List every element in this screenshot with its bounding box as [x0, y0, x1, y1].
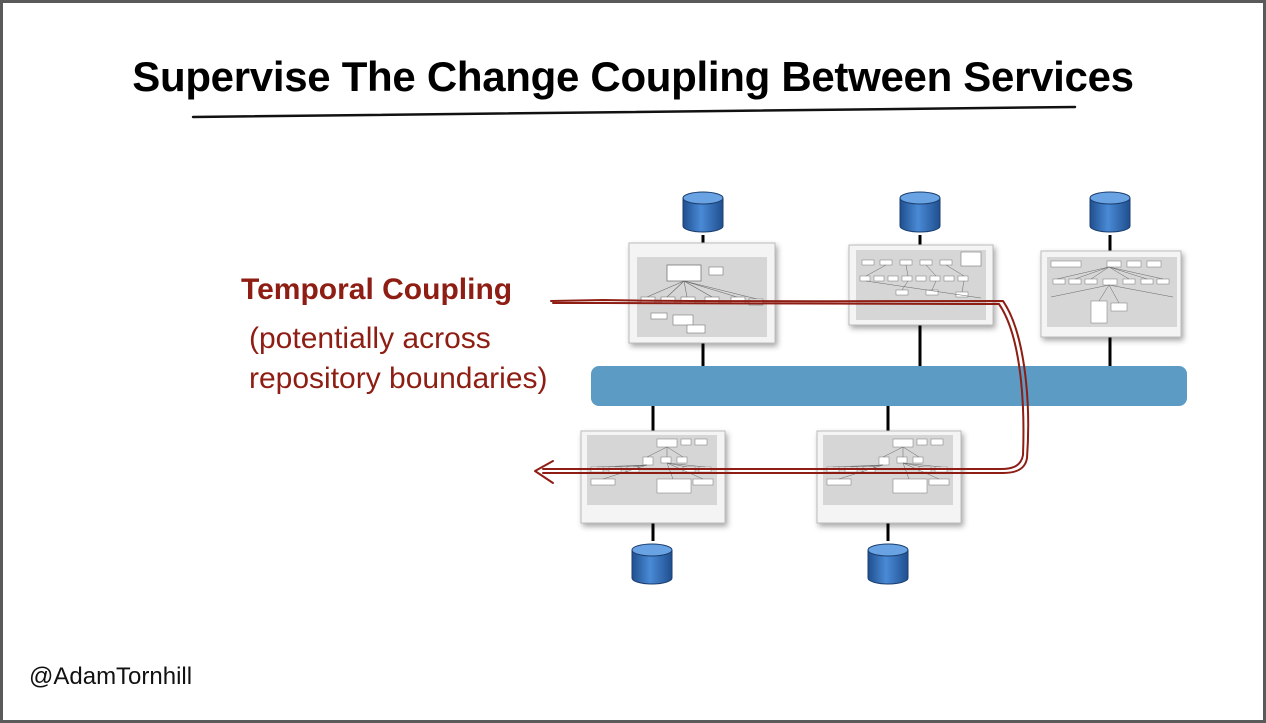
title-underline: [191, 105, 1077, 119]
temporal-coupling-detail: (potentially across repository boundarie…: [249, 319, 609, 399]
architecture-diagram: [191, 105, 1187, 585]
service-thumbnail-5: [816, 430, 962, 524]
connectors: [651, 235, 1112, 541]
temporal-coupling-arrow: [534, 299, 1030, 484]
detail-line-2: repository boundaries): [249, 362, 548, 395]
arrow-left-icon: [534, 460, 554, 484]
database-icon: [867, 543, 909, 585]
author-handle: @AdamTornhill: [29, 663, 193, 690]
slide-title: Supervise The Change Coupling Between Se…: [132, 53, 1134, 100]
service-thumbnail-3: [1040, 250, 1182, 338]
message-bus: [591, 366, 1187, 406]
database-icon: [631, 543, 673, 585]
database-icon: [899, 191, 941, 233]
service-thumbnail-4: [580, 430, 726, 524]
service-thumbnail-2: [848, 244, 994, 326]
database-icon: [1089, 191, 1131, 233]
detail-line-1: (potentially across: [249, 322, 491, 355]
temporal-coupling-label: Temporal Coupling: [241, 273, 513, 306]
service-thumbnail-1: [628, 242, 776, 344]
database-icon: [682, 191, 724, 233]
